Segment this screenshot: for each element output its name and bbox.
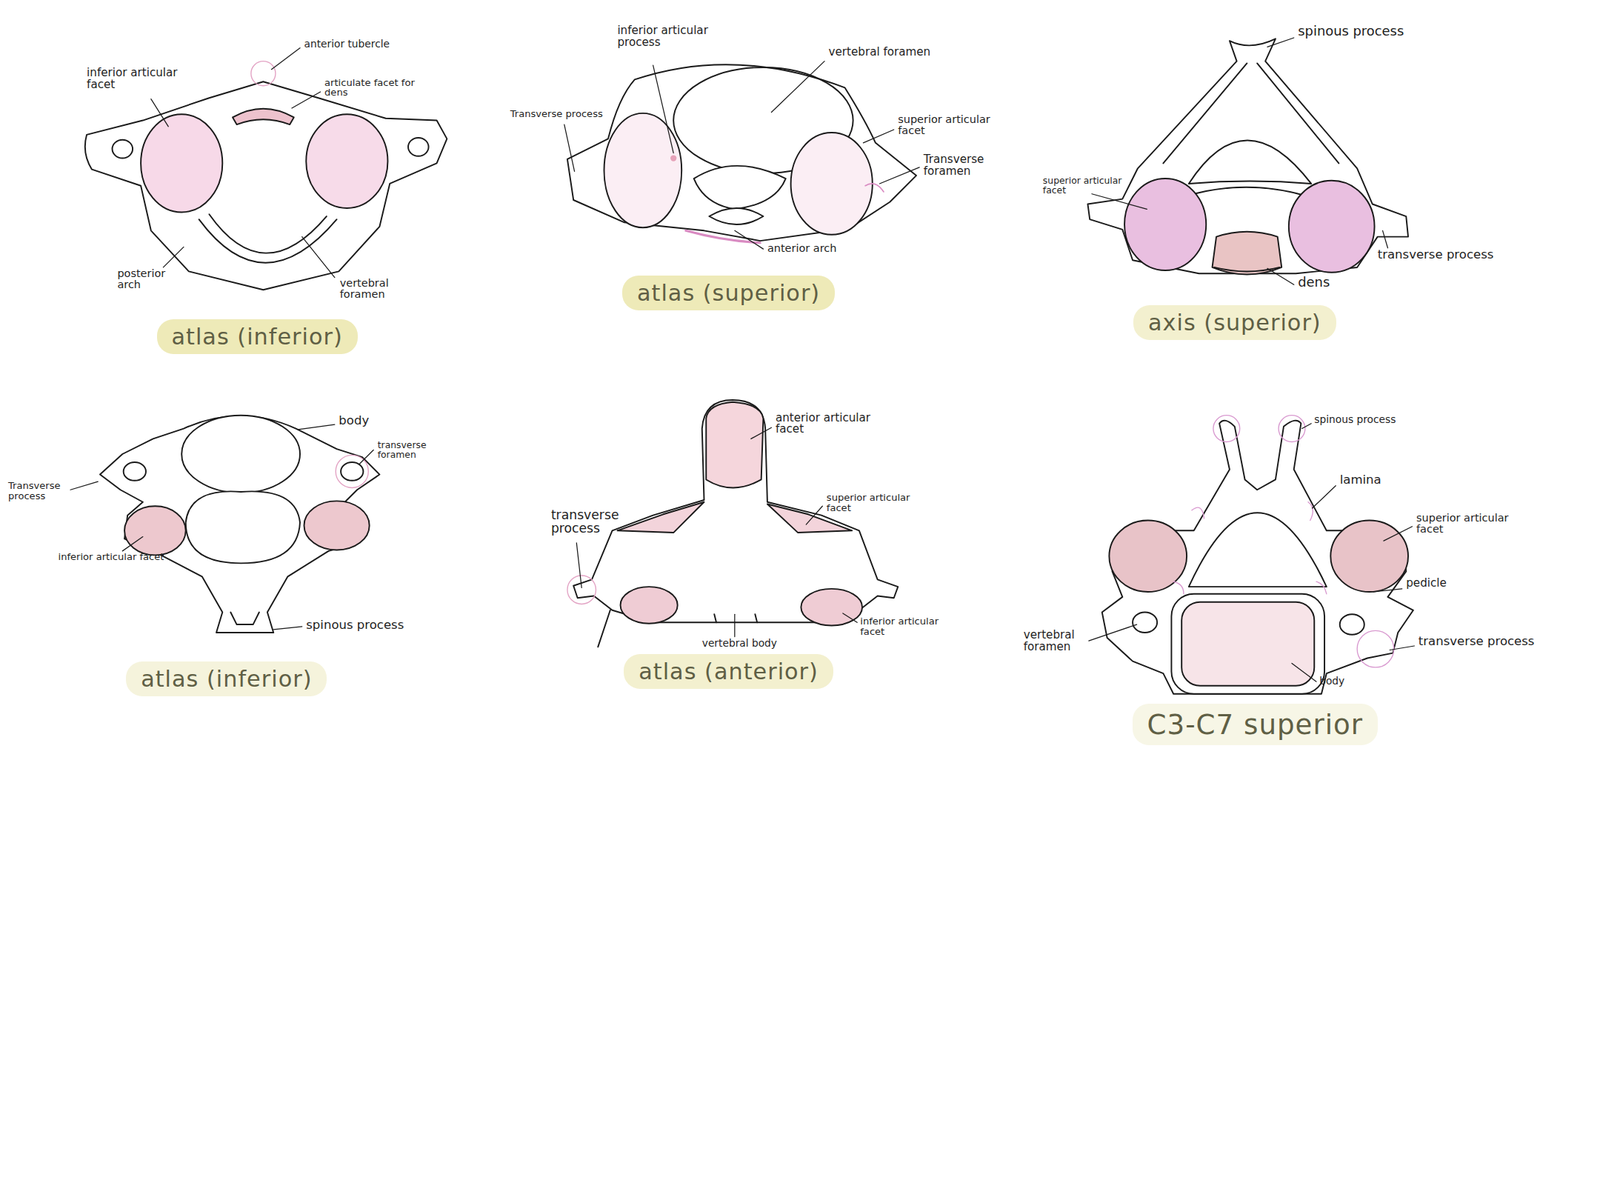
caption-band: C3-C7 superior xyxy=(1132,703,1379,746)
part-label: superior articular facet xyxy=(1042,175,1125,195)
part-label: body xyxy=(338,414,385,427)
part-label: dens xyxy=(1297,275,1344,290)
part-label: spinous process xyxy=(1297,24,1431,39)
atlas-superior-drawing xyxy=(567,64,917,243)
part-label: transverse process xyxy=(1377,248,1511,261)
part-label: posterior arch xyxy=(117,268,179,291)
part-label: vertebral foramen xyxy=(1023,629,1106,654)
caption-text: C3-C7 superior xyxy=(1147,708,1364,741)
atlas-anterior-drawing xyxy=(567,400,898,647)
part-label: body xyxy=(1319,675,1366,686)
part-label: inferior articular process xyxy=(617,25,745,49)
part-label: inferior articular facet xyxy=(860,616,952,637)
caption-band: atlas (inferior) xyxy=(157,319,358,355)
part-label: spinous process xyxy=(305,618,423,632)
part-label: vertebral foramen xyxy=(340,277,412,300)
part-label: superior articular facet xyxy=(1416,512,1534,535)
part-label: inferior articular facet xyxy=(86,67,200,92)
part-label: anterior articular facet xyxy=(775,412,893,437)
atlas-inferior-drawing xyxy=(85,61,448,291)
part-label: transverse process xyxy=(1418,634,1557,648)
part-label: lamina xyxy=(1340,473,1407,486)
leader-lines xyxy=(70,37,1415,682)
part-label: superior articular facet xyxy=(826,492,935,513)
caption-text: atlas (superior) xyxy=(637,280,820,306)
part-label: vertebral foramen xyxy=(828,46,972,59)
caption-text: atlas (anterior) xyxy=(638,658,819,685)
part-label: articulate facet for dens xyxy=(324,77,417,98)
part-label: anterior tubercle xyxy=(304,38,418,49)
part-label: Transverse process xyxy=(8,480,75,501)
part-label: transverse foramen xyxy=(377,440,445,460)
part-label: vertebral body xyxy=(702,637,795,649)
axis-superior-drawing xyxy=(1087,38,1409,275)
caption-band: axis (superior) xyxy=(1133,305,1337,340)
atlas-inferior-lower-drawing xyxy=(100,415,380,633)
part-label: pedicle xyxy=(1405,577,1473,590)
part-label: Transverse foramen xyxy=(923,154,1006,178)
caption-band: atlas (superior) xyxy=(622,275,835,311)
caption-band: atlas (inferior) xyxy=(125,661,327,697)
part-label: superior articular facet xyxy=(897,114,1015,137)
part-label: spinous process xyxy=(1314,414,1417,425)
c3-c7-superior-drawing xyxy=(1102,415,1414,695)
part-label: transverse process xyxy=(551,508,633,535)
caption-text: atlas (inferior) xyxy=(171,323,343,350)
part-label: Transverse process xyxy=(510,108,628,120)
caption-band: atlas (anterior) xyxy=(623,654,834,689)
caption-text: atlas (inferior) xyxy=(140,665,312,692)
caption-text: axis (superior) xyxy=(1148,309,1322,336)
part-label: inferior articular facet xyxy=(58,551,192,563)
part-label: anterior arch xyxy=(767,242,865,255)
